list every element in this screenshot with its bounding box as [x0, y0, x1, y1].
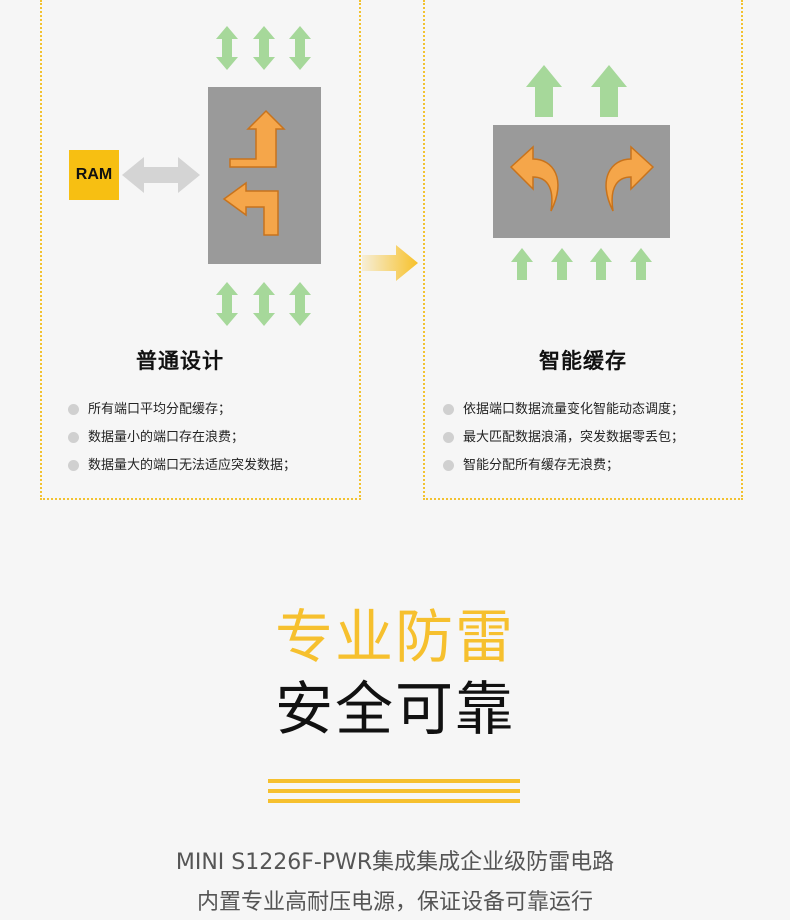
list-item: 所有端口平均分配缓存；	[68, 396, 296, 424]
smart-cache-list: 依据端口数据流量变化智能动态调度； 最大匹配数据浪涌，突发数据零丢包； 智能分配…	[443, 396, 684, 480]
decorative-bars	[268, 779, 520, 809]
smart-cache-title: 智能缓存	[539, 349, 627, 373]
curve-arrows-icon	[509, 145, 655, 212]
ram-block: RAM	[69, 150, 119, 200]
list-item: 数据量大的端口无法适应突发数据；	[68, 452, 296, 480]
list-item: 最大匹配数据浪涌，突发数据零丢包；	[443, 424, 684, 452]
bullet-dot	[443, 404, 454, 415]
ram-double-arrow-icon	[122, 157, 200, 193]
divider	[268, 789, 520, 793]
bullet-dot	[68, 432, 79, 443]
headline-lightning-protection: 专业防雷	[274, 603, 515, 671]
turn-arrows-icon	[222, 109, 286, 236]
normal-design-title: 普通设计	[136, 349, 224, 373]
subtitle-line-2: 内置专业高耐压电源，保证设备可靠运行	[196, 890, 593, 915]
bullet-dot	[68, 404, 79, 415]
normal-design-panel	[40, 0, 361, 500]
list-item: 数据量小的端口存在浪费；	[68, 424, 296, 452]
left-top-arrows	[216, 26, 311, 70]
list-item: 智能分配所有缓存无浪费；	[443, 452, 684, 480]
smart-cache-panel	[423, 0, 743, 500]
divider	[268, 779, 520, 783]
bullet-dot	[68, 460, 79, 471]
right-bottom-arrows	[511, 248, 652, 280]
bullet-dot	[443, 432, 454, 443]
left-bottom-arrows	[216, 282, 311, 326]
transition-arrow-icon	[362, 245, 418, 281]
list-item: 依据端口数据流量变化智能动态调度；	[443, 396, 684, 424]
chip-smart	[493, 125, 670, 238]
headline-safe-reliable: 安全可靠	[274, 675, 515, 743]
right-top-arrows	[526, 65, 627, 117]
bullet-dot	[443, 460, 454, 471]
divider	[268, 799, 520, 803]
normal-design-list: 所有端口平均分配缓存； 数据量小的端口存在浪费； 数据量大的端口无法适应突发数据…	[68, 396, 296, 480]
subtitle-line-1: MINI S1226F-PWR集成集成企业级防雷电路	[175, 850, 615, 875]
